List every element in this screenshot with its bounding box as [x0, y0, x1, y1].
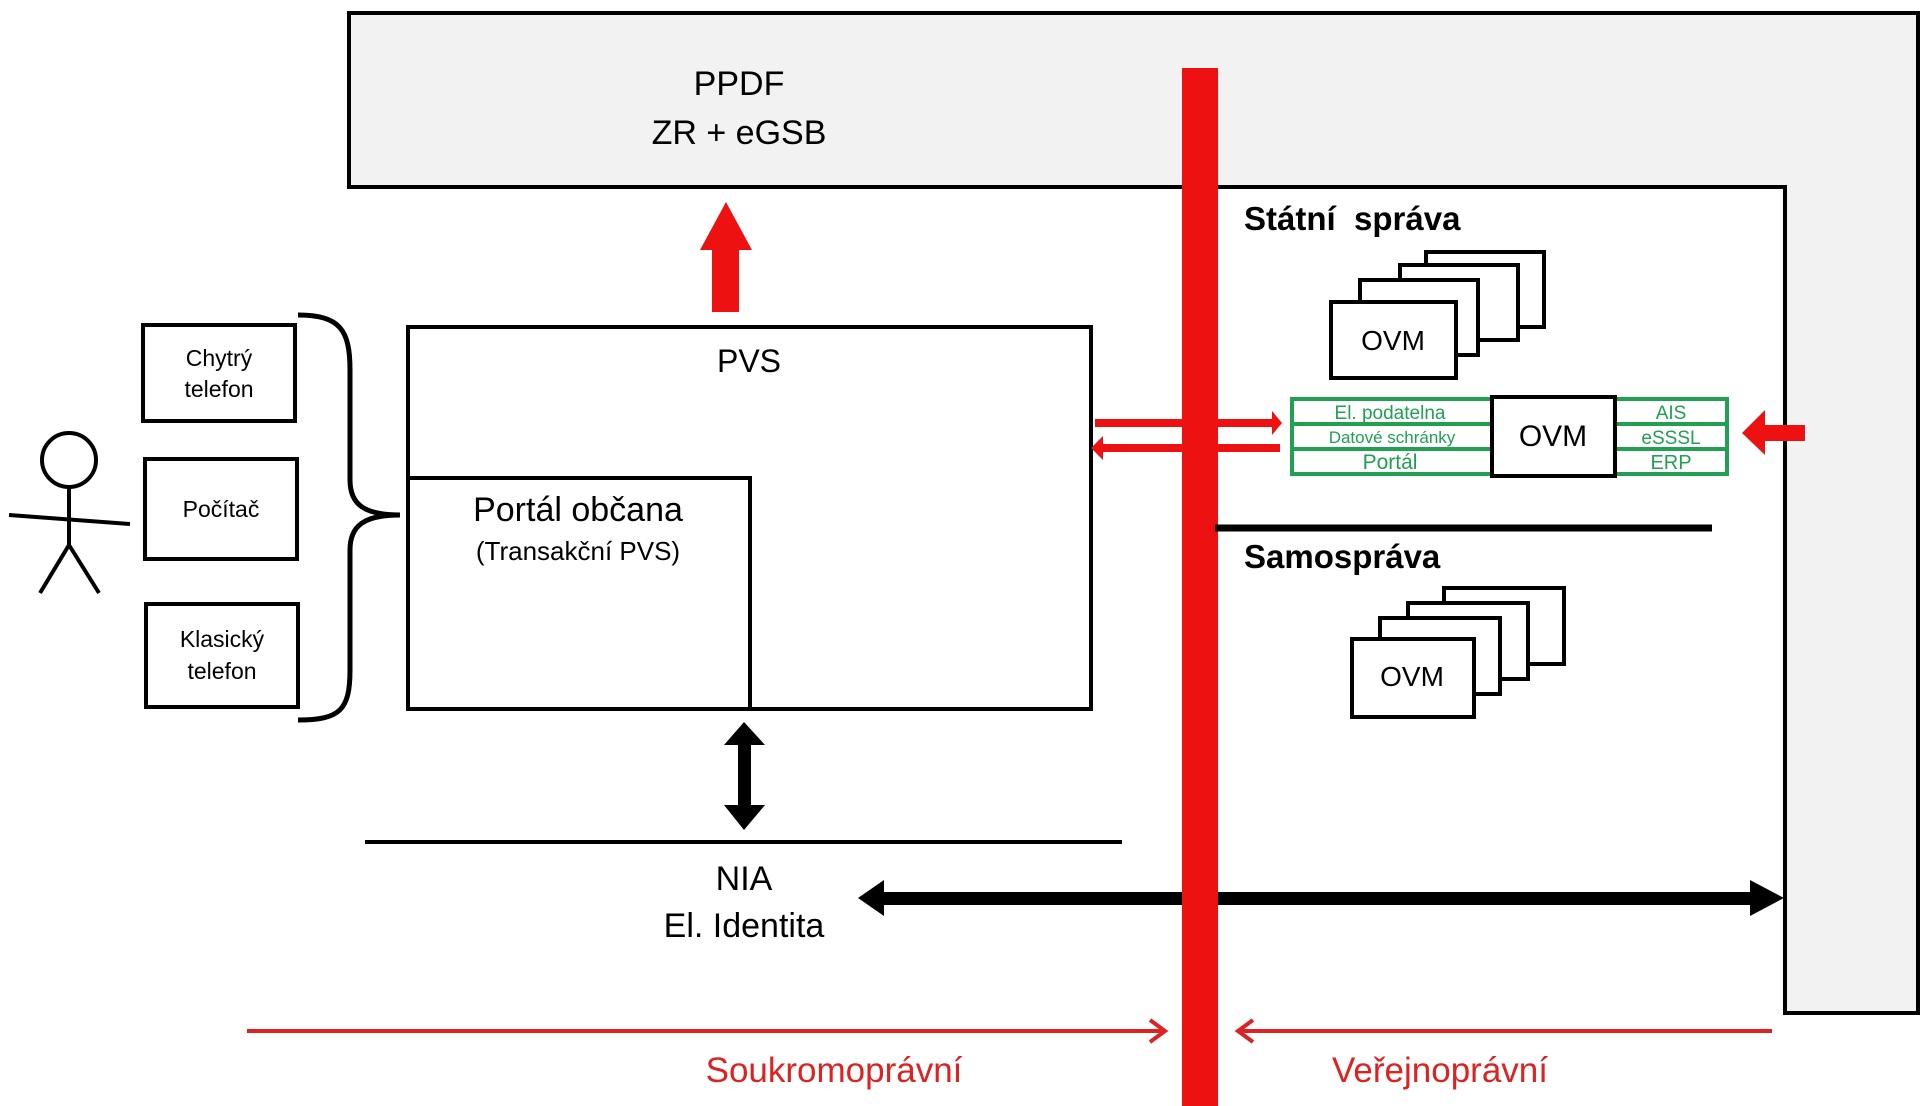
computer-box [143, 457, 299, 561]
public-private-divider [1182, 68, 1218, 1106]
landline-label-line2: telefon [187, 658, 256, 684]
ppdf-title: PPDF [694, 65, 785, 103]
private-domain-arrow-icon [247, 1018, 1169, 1044]
ppdf-subtitle: ZR + eGSB [652, 114, 827, 152]
service-el-podatelna: El. podatelna [1335, 403, 1446, 424]
self-gov-ovm-stack-label: OVM [1380, 661, 1444, 692]
center-ovm-box [1490, 395, 1617, 478]
curly-brace-icon [297, 312, 401, 723]
portal-obcana-subtitle: (Transakční PVS) [476, 536, 680, 566]
state-admin-heading: Státní správa [1244, 200, 1461, 237]
self-government-heading: Samospráva [1244, 538, 1441, 575]
service-erp: ERP [1650, 452, 1691, 474]
nia-subtitle: El. Identita [664, 907, 825, 945]
landline-label-line1: Klasický [180, 626, 265, 652]
private-domain-label: Soukromoprávní [706, 1051, 963, 1090]
state-ovm-stack [1329, 250, 1546, 380]
public-domain-arrow-icon [1234, 1018, 1772, 1044]
smartphone-label-line2: telefon [184, 376, 253, 402]
identity-double-arrow-icon [858, 880, 1784, 916]
service-datove-schranky: Datové schránky [1329, 428, 1456, 447]
service-ais: AIS [1656, 403, 1687, 424]
up-arrow-icon [700, 202, 752, 312]
public-domain-label: Veřejnoprávní [1332, 1051, 1548, 1090]
incoming-arrow-icon [1742, 410, 1805, 455]
landline-box [144, 602, 300, 709]
ppdf-panel [347, 11, 1920, 1015]
computer-label: Počítač [183, 496, 260, 522]
portal-obcana-box [406, 476, 752, 711]
state-ovm-stack-label: OVM [1361, 325, 1425, 356]
pvs-title: PVS [717, 343, 781, 379]
portal-obcana-title: Portál občana [473, 491, 683, 529]
stick-figure-user-icon [8, 431, 131, 595]
center-ovm-label: OVM [1519, 420, 1587, 453]
nia-title: NIA [716, 860, 773, 898]
service-esssl: eSSSL [1641, 428, 1700, 449]
smartphone-label-line1: Chytrý [186, 345, 253, 371]
double-arrow-icon [724, 722, 765, 830]
self-gov-ovm-stack [1350, 586, 1566, 719]
smartphone-box [141, 323, 297, 423]
service-portal: Portál [1363, 451, 1418, 474]
